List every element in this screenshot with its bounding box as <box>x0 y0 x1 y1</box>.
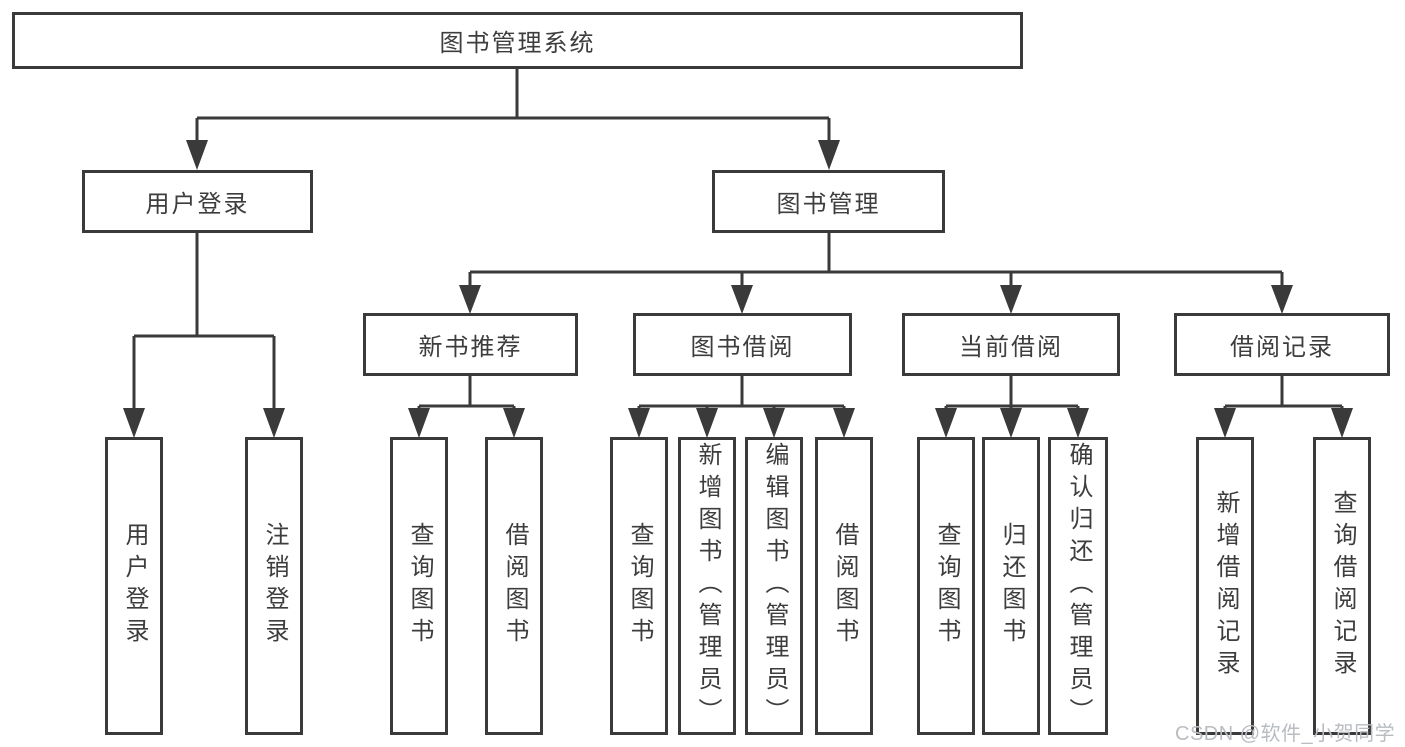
watermark-text: CSDN @软件_小贺同学 <box>1175 723 1396 745</box>
arrowheads <box>123 140 1353 438</box>
leaf-add-borrow-record: 新增借阅记录 <box>1196 437 1254 735</box>
leaf-add-book-admin-label: 新增图书（管理员） <box>694 442 721 730</box>
leaf-add-book-admin: 新增图书（管理员） <box>678 437 736 735</box>
leaf-return-book-label: 归还图书 <box>998 522 1025 650</box>
node-current-borrow: 当前借阅 <box>902 313 1120 376</box>
node-root-label: 图书管理系统 <box>439 30 596 57</box>
leaf-query-books-recommend-label: 查询图书 <box>406 522 433 650</box>
node-current-borrow-label: 当前借阅 <box>959 334 1063 361</box>
leaf-user-login-label: 用户登录 <box>121 522 148 650</box>
leaf-return-book: 归还图书 <box>982 437 1040 735</box>
node-borrow-records: 借阅记录 <box>1174 313 1390 376</box>
leaf-borrow-books-recommend-label: 借阅图书 <box>501 522 528 650</box>
leaf-query-borrow-record: 查询借阅记录 <box>1313 437 1371 735</box>
leaf-user-login: 用户登录 <box>105 437 163 735</box>
leaf-edit-book-admin: 编辑图书（管理员） <box>745 437 803 735</box>
leaf-query-books-current: 查询图书 <box>917 437 975 735</box>
leaf-query-books-recommend: 查询图书 <box>390 437 448 735</box>
node-book-management-label: 图书管理 <box>776 191 881 218</box>
node-root: 图书管理系统 <box>12 12 1023 69</box>
leaf-borrow-books-label: 借阅图书 <box>831 522 858 650</box>
leaf-borrow-books: 借阅图书 <box>815 437 873 735</box>
node-book-borrow: 图书借阅 <box>633 313 852 376</box>
leaf-confirm-return-admin-label: 确认归还（管理员） <box>1065 442 1092 730</box>
leaf-query-books-borrow-label: 查询图书 <box>626 522 653 650</box>
node-book-borrow-label: 图书借阅 <box>690 334 795 361</box>
node-new-book-recommend-label: 新书推荐 <box>418 334 523 361</box>
node-user-login-label: 用户登录 <box>145 191 250 218</box>
leaf-query-books-borrow: 查询图书 <box>610 437 668 735</box>
leaf-borrow-books-recommend: 借阅图书 <box>485 437 543 735</box>
node-user-login: 用户登录 <box>82 170 313 233</box>
node-borrow-records-label: 借阅记录 <box>1230 334 1334 361</box>
leaf-logout: 注销登录 <box>245 437 303 735</box>
node-book-management: 图书管理 <box>712 170 945 233</box>
leaf-edit-book-admin-label: 编辑图书（管理员） <box>761 442 788 730</box>
leaf-confirm-return-admin: 确认归还（管理员） <box>1048 437 1108 735</box>
leaf-add-borrow-record-label: 新增借阅记录 <box>1212 490 1239 682</box>
leaf-logout-label: 注销登录 <box>261 522 288 650</box>
node-new-book-recommend: 新书推荐 <box>363 313 578 376</box>
leaf-query-books-current-label: 查询图书 <box>933 522 960 650</box>
leaf-query-borrow-record-label: 查询借阅记录 <box>1329 490 1356 682</box>
